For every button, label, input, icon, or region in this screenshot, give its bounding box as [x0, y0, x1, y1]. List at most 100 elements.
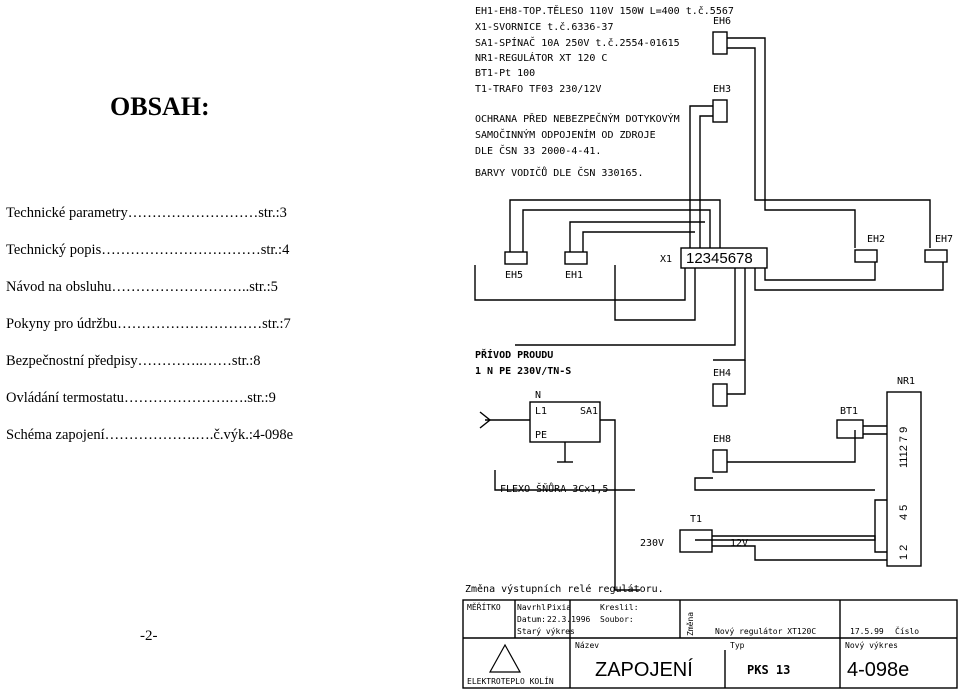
supply-label: PŘÍVOD PROUDU — [475, 348, 553, 361]
eh6-label: EH6 — [713, 16, 731, 27]
note-line: DLE ČSN 33 2000-4-41. — [475, 144, 601, 157]
wire — [727, 47, 931, 248]
eh3-label: EH3 — [713, 84, 731, 95]
x1-terminals: 12345678 — [686, 250, 753, 267]
wire — [727, 37, 856, 248]
t1-label: T1 — [690, 514, 702, 525]
tb-meritko: MĚŘÍTKO — [467, 601, 501, 612]
tb-kreslil: Kreslil: — [600, 603, 639, 612]
wire — [699, 115, 713, 248]
eh1-label: EH1 — [565, 270, 583, 281]
wire — [713, 268, 746, 361]
wire — [727, 430, 856, 463]
tb-nazev: Název — [575, 641, 599, 650]
wire — [600, 419, 640, 591]
eh8-heater — [712, 449, 728, 473]
change-note: Změna výstupních relé regulátoru. — [465, 583, 664, 595]
wire — [522, 209, 711, 252]
eh3-heater — [712, 99, 728, 123]
nr1-pins: 4 5 — [898, 505, 910, 520]
tb-novy-reg: Nový regulátor XT120C — [715, 627, 816, 636]
plug-icon — [479, 411, 492, 429]
wire — [694, 477, 875, 491]
tb-zmena: Změna — [686, 612, 695, 636]
legend-line: T1-TRAFO TF03 230/12V — [475, 84, 601, 95]
tb-cislo: Číslo — [895, 625, 919, 636]
bt1-sensor — [836, 419, 864, 439]
tb-navrhl: Navrhl: — [517, 603, 551, 612]
wire — [474, 265, 686, 301]
toc-item: Pokyny pro údržbu…………………………str.:7 — [6, 316, 291, 332]
legend-line: EH1-EH8-TOP.TĚLESO 110V 150W L=400 t.č.5… — [475, 4, 734, 17]
note-line: OCHRANA PŘED NEBEZPEČNÝM DOTYKOVÝM — [475, 112, 680, 125]
x1-terminal-strip — [680, 247, 768, 269]
page-number: -2- — [140, 628, 158, 644]
pe-label: PE — [535, 430, 547, 441]
tb-novy-vykres: Nový výkres — [845, 641, 898, 650]
wire — [494, 470, 635, 491]
t1-transformer — [679, 529, 713, 553]
tb-drawing-no: 4-098e — [847, 659, 909, 681]
eh7-heater — [924, 249, 948, 263]
x1-label: X1 — [660, 254, 672, 265]
wire — [712, 535, 887, 553]
bt1-label: BT1 — [840, 406, 858, 417]
eh2-heater — [854, 249, 878, 263]
l1-label: L1 — [535, 406, 547, 417]
tb-soubor: Soubor: — [600, 615, 634, 624]
nr1-label: NR1 — [897, 376, 915, 387]
toc-item: Návod na obsluhu………………………..str.:5 — [6, 279, 278, 295]
tb-drawing-title: ZAPOJENÍ — [595, 658, 693, 681]
wire — [754, 262, 944, 291]
v12-label: 12V — [730, 538, 748, 549]
tb-navrhl-val: Pixia — [547, 603, 571, 612]
eh8-label: EH8 — [713, 434, 731, 445]
eh2-label: EH2 — [867, 234, 885, 245]
wire — [515, 268, 736, 346]
eh5-heater — [504, 251, 528, 265]
eh7-label: EH7 — [935, 234, 953, 245]
toc-item: Bezpečnostní předpisy…………..……str.:8 — [6, 353, 261, 369]
tb-company: ELEKTROTEPLO KOLÍN — [467, 675, 554, 686]
title-block — [462, 599, 958, 689]
tb-stary: Starý výkres — [517, 627, 575, 636]
legend-line: NR1-REGULÁTOR XT 120 C — [475, 51, 607, 64]
sa1-label: SA1 — [580, 406, 598, 417]
nr1-pins: 1 2 — [898, 545, 910, 560]
toc-item: Technické parametry………………………str.:3 — [6, 205, 287, 221]
wire — [509, 199, 721, 252]
wire — [582, 231, 695, 252]
tb-type-val: PKS 13 — [747, 663, 790, 677]
legend-line: SA1-SPÍNAČ 10A 250V t.č.2554-01615 — [475, 36, 680, 49]
wire — [614, 265, 696, 321]
supply-spec: 1 N PE 230V/TN-S — [475, 366, 571, 377]
legend-line: BT1-Pt 100 — [475, 68, 535, 79]
toc-item: Schéma zapojení……………….….č.výk.:4-098e — [6, 427, 294, 443]
note-line: SAMOČINNÝM ODPOJENÍM OD ZDROJE — [475, 128, 656, 141]
table-of-contents: Technické parametry………………………str.:3 Techn… — [6, 205, 293, 464]
wire — [712, 545, 887, 561]
tb-datum: Datum: — [517, 615, 546, 624]
eh1-heater — [564, 251, 588, 265]
nr1-pins: 1112 7 9 — [898, 427, 910, 468]
cable-label: FLEXO ŠŇŮRA 3Cx1,5 — [500, 482, 608, 495]
tb-typ: Typ — [730, 641, 745, 650]
contents-title: OBSAH: — [110, 92, 210, 121]
nr1-regulator — [886, 391, 922, 567]
eh4-label: EH4 — [713, 368, 731, 379]
note-line: BARVY VODIČŮ DLE ČSN 330165. — [475, 166, 644, 179]
tb-datum2: 17.5.99 — [850, 627, 884, 636]
wiring-diagram: EH1-EH8-TOP.TĚLESO 110V 150W L=400 t.č.5… — [462, 4, 958, 689]
toc-item: Technický popis……………………………str.:4 — [6, 242, 290, 258]
tb-datum-val: 22.3.1996 — [547, 615, 591, 624]
wire — [695, 499, 887, 541]
v230-label: 230V — [640, 538, 664, 549]
toc-item: Ovládání termostatu………………….….str.:9 — [6, 390, 276, 406]
wire — [569, 221, 705, 252]
eh6-heater — [712, 31, 728, 55]
eh4-heater — [712, 383, 728, 407]
wire — [727, 360, 746, 395]
company-logo-icon — [488, 643, 522, 673]
n-label: N — [535, 390, 541, 401]
eh5-label: EH5 — [505, 270, 523, 281]
